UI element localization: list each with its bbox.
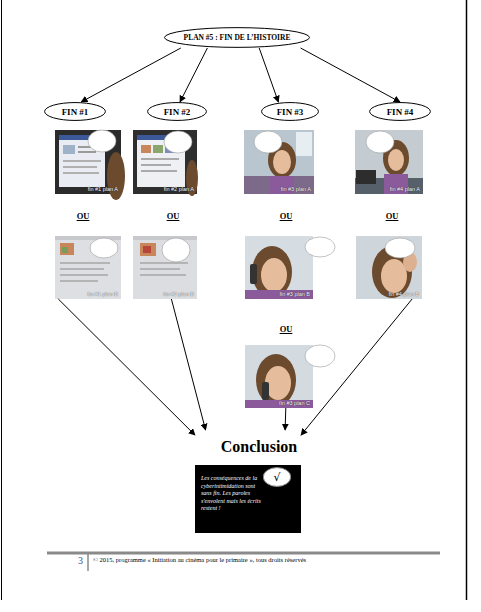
shot-caption: fin #4 plan B xyxy=(388,291,419,297)
oval-label: FIN #3 xyxy=(261,102,319,121)
shot-thumbnail: fin #1 plan A xyxy=(55,130,121,194)
screenshot xyxy=(133,130,198,196)
oval-label: FIN #4 xyxy=(369,102,431,121)
shot-thumbnail: fin #1 plan B xyxy=(55,236,121,299)
or-label: OU xyxy=(71,211,95,221)
or-label: OU xyxy=(161,211,185,221)
arrow-connector xyxy=(259,48,278,102)
oval-shape xyxy=(263,468,290,487)
shot-thumbnail: fin #3 plan A xyxy=(244,130,314,194)
shot-thumbnail: fin #2 plan B xyxy=(133,236,197,299)
photo-still xyxy=(245,345,335,408)
arrow-connector xyxy=(171,299,205,430)
conclusion-heading: Conclusion xyxy=(195,438,323,456)
oval-shape xyxy=(45,103,106,121)
arrow-connector xyxy=(301,48,400,102)
page-border xyxy=(1,0,2,600)
photo-still xyxy=(244,130,314,194)
or-label: OU xyxy=(274,211,298,221)
photo-still xyxy=(245,236,335,299)
screenshot xyxy=(133,236,197,299)
shot-thumbnail: fin #3 plan C xyxy=(245,345,313,408)
ending-oval: FIN #1 xyxy=(44,102,106,121)
photo-still xyxy=(355,130,423,194)
ending-oval: FIN #4 xyxy=(369,102,431,121)
arrow-connector xyxy=(301,299,412,435)
oval-shape xyxy=(370,103,431,121)
ending-oval: FIN #2 xyxy=(147,102,207,121)
conclusion-box: Les conséquences de la cyberintimidation… xyxy=(195,430,301,533)
shot-caption: fin #2 plan A xyxy=(164,186,194,192)
page-number: 3 xyxy=(78,555,83,566)
page-border xyxy=(466,0,468,600)
shot-thumbnail: fin #4 plan A xyxy=(355,130,423,194)
check-mark: √ xyxy=(263,467,291,487)
shot-caption: fin #3 plan B xyxy=(279,291,310,297)
footer-divider xyxy=(87,553,89,571)
photo-still xyxy=(356,236,422,299)
ending-oval: FIN #3 xyxy=(261,102,319,121)
arrow-connector xyxy=(58,299,195,435)
shot-thumbnail: fin #3 plan B xyxy=(245,236,313,299)
shot-caption: fin #4 plan A xyxy=(390,186,420,192)
oval-label: FIN #1 xyxy=(44,102,106,121)
oval-label: PLAN #5 : FIN DE L’HISTOIRE xyxy=(163,27,311,48)
shot-caption: fin #3 plan C xyxy=(279,400,310,406)
footer-text: © 2015, programme « Initiation au cinéma… xyxy=(93,556,306,563)
or-label: OU xyxy=(380,211,404,221)
oval-shape xyxy=(148,103,207,121)
shot-thumbnail: fin #4 plan B xyxy=(356,236,422,299)
conclusion-text: Les conséquences de la cyberintimidation… xyxy=(201,475,263,513)
footer-rule xyxy=(47,552,440,555)
plan-oval: PLAN #5 : FIN DE L’HISTOIRE xyxy=(163,27,311,48)
or-label: OU xyxy=(274,324,298,334)
shot-caption: fin #1 plan A xyxy=(88,186,118,192)
arrow-connector xyxy=(81,48,181,102)
shot-caption: fin #2 plan B xyxy=(163,291,194,297)
oval-shape xyxy=(262,103,319,121)
shot-thumbnail: fin #2 plan A xyxy=(133,130,197,194)
check-bubble: √ xyxy=(263,467,291,487)
shot-caption: fin #1 plan B xyxy=(87,291,118,297)
screenshot xyxy=(55,130,125,200)
arrow-connector xyxy=(285,408,287,430)
screenshot xyxy=(55,236,121,299)
shot-caption: fin #3 plan A xyxy=(281,186,311,192)
oval-label: FIN #2 xyxy=(147,102,207,121)
arrow-connector xyxy=(180,48,207,102)
